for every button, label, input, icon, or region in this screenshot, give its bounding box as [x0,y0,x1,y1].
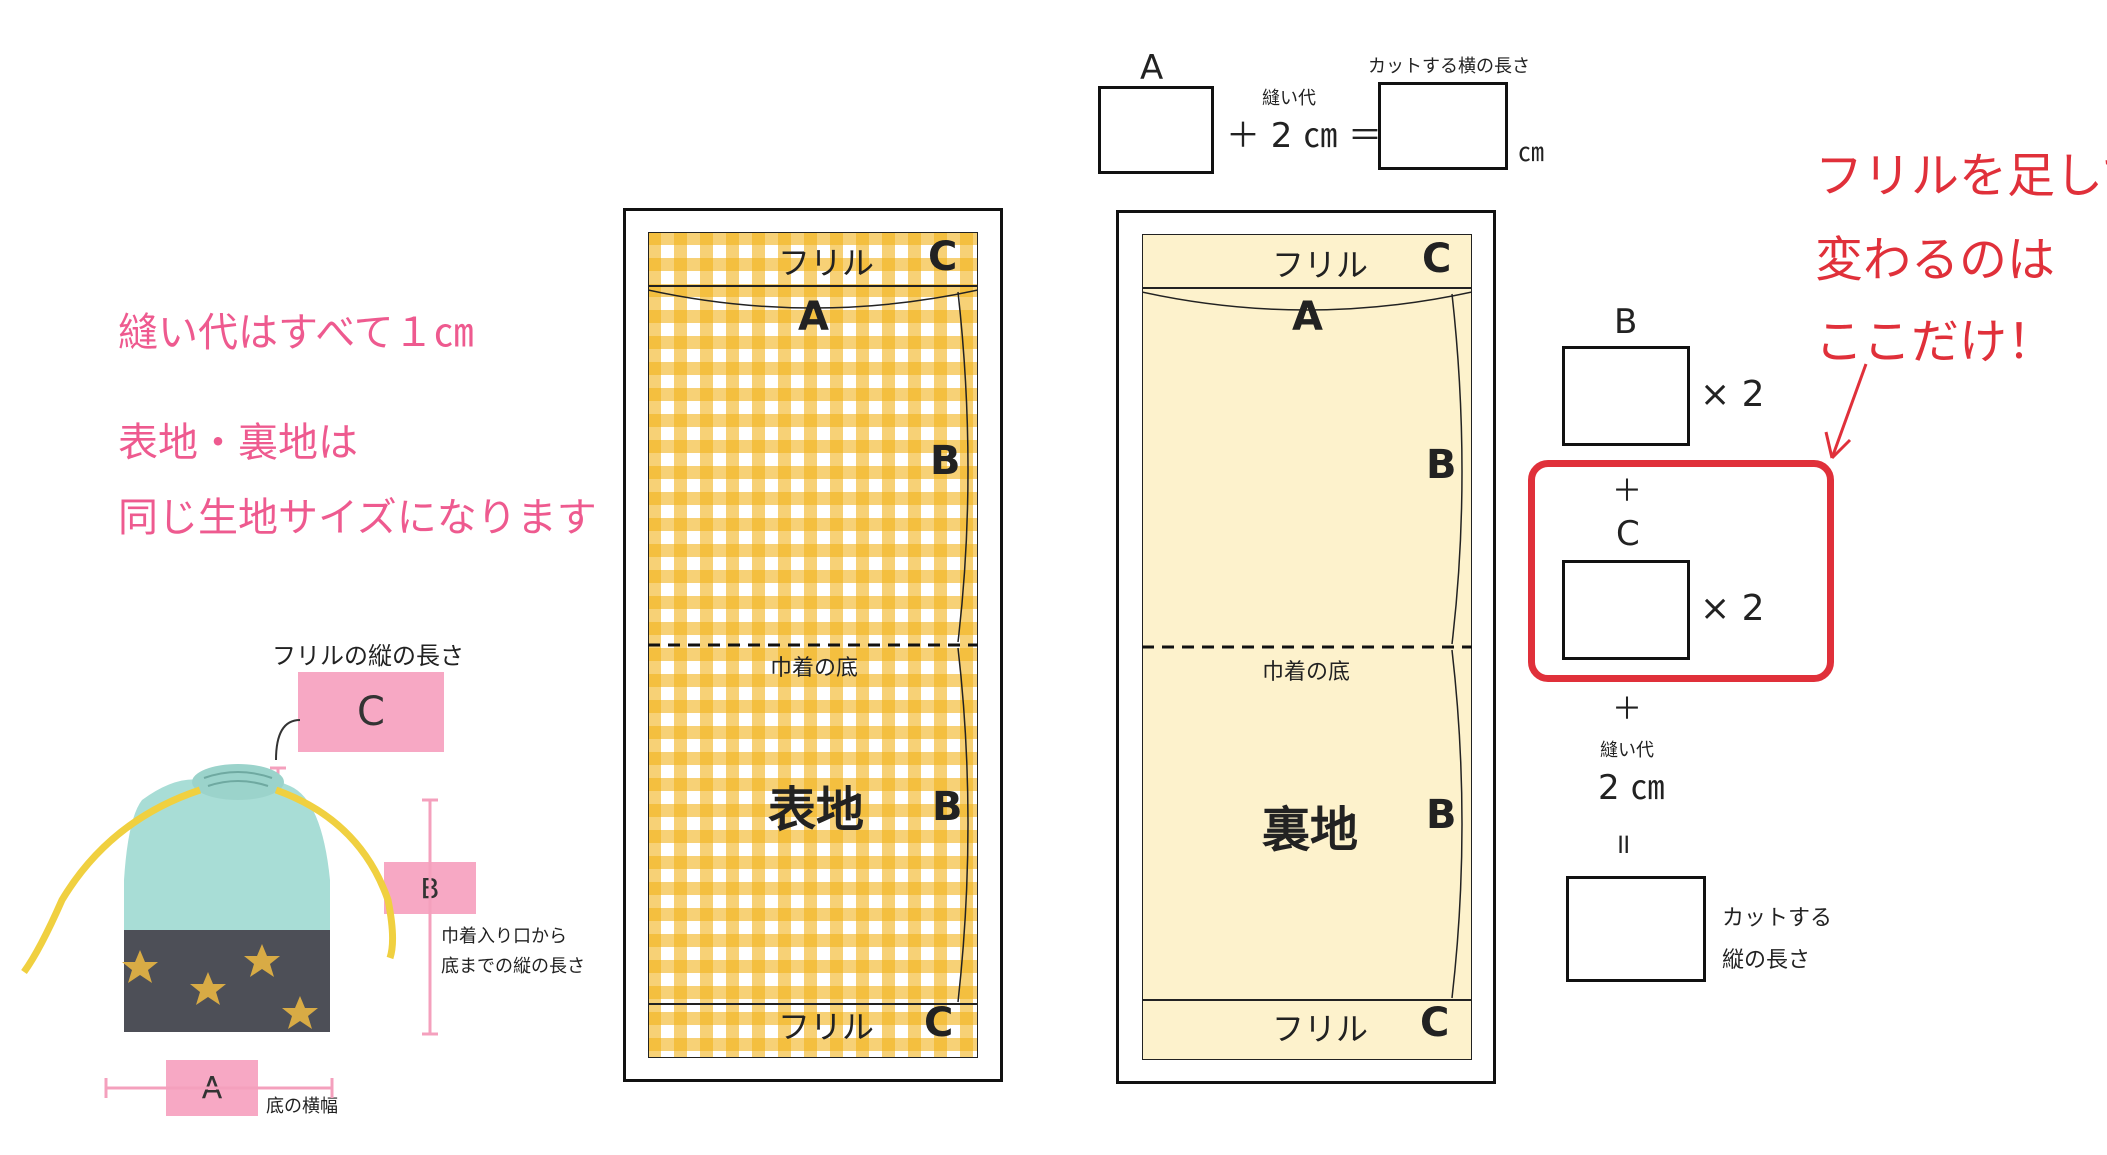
callout-line3: ここだけ！ [1815,314,2056,370]
height-formula-result-line2: 縦の長さ [1722,948,1811,973]
seam-allowance-note: 縫い代はすべて１㎝ [118,310,474,356]
width-formula-a-label: A [1140,48,1164,88]
height-formula-equals: ॥ [1614,827,1631,860]
width-formula-seam-label: 縫い代 [1262,88,1316,109]
height-formula-b-box[interactable] [1562,346,1690,446]
height-formula-result-box[interactable] [1566,876,1706,982]
lining-pattern-frame [1116,210,1496,1084]
height-formula-result-line1: カットする [1722,906,1833,931]
b-description-line1: 巾着入り口から [441,926,567,947]
callout-line1: フリルを足して [1815,148,2107,204]
outer-fabric-panel [648,232,978,1058]
lining-a-label: A [1292,294,1323,340]
callout-line2: 変わるのは [1815,232,2056,288]
outer-bottom-label: 巾着の底 [770,656,859,681]
width-formula-result-label: カットする横の長さ [1368,56,1530,77]
same-size-note-line1: 表地・裏地は [118,420,358,466]
outer-a-label: A [798,294,829,340]
lining-c-bottom-label: C [1420,1000,1450,1046]
outer-fabric-title: 表地 [768,782,865,838]
height-formula-c-multiplier: × 2 [1700,588,1765,629]
same-size-note-line2: 同じ生地サイズになります [118,495,597,541]
outer-c-bottom-label: C [924,1000,954,1046]
outer-frill-top-label: フリル [778,244,875,282]
height-formula-plus-2: ＋ [1612,692,1642,727]
outer-pattern-frame [623,208,1003,1082]
frill-highlight-frame [1528,460,1834,682]
height-formula-seam-label: 縫い代 [1600,740,1654,761]
width-formula-plus-2cm: ＋ 2 ㎝ ＝ [1226,116,1383,156]
a-description: 底の横幅 [266,1096,338,1117]
lining-c-top-label: C [1422,236,1452,282]
lining-fabric-panel [1142,234,1472,1060]
height-formula-c-box[interactable] [1562,560,1690,660]
outer-c-top-label: C [928,234,958,280]
height-formula-b-label: B [1614,302,1638,342]
frill-height-label: フリルの縦の長さ [272,642,464,670]
lining-b-bottom-label: B [1426,792,1457,838]
height-formula-plus-1: ＋ [1612,474,1642,509]
c-label-text: C [357,689,385,735]
callout-arrow-icon [1824,363,1868,460]
outer-b-bottom-label: B [932,784,963,830]
lining-frill-bottom-label: フリル [1272,1010,1369,1048]
height-formula-c-label: C [1616,514,1640,554]
lining-b-top-label: B [1426,442,1457,488]
lining-frill-top-label: フリル [1272,246,1369,284]
width-formula-unit: ㎝ [1518,138,1545,168]
height-formula-seam-value: 2 ㎝ [1598,768,1665,808]
outer-frill-bottom-label: フリル [778,1008,875,1046]
lining-bottom-label: 巾着の底 [1262,660,1351,685]
width-formula-result-box[interactable] [1378,82,1508,170]
outer-b-top-label: B [930,438,961,484]
height-formula-b-multiplier: × 2 [1700,374,1765,415]
width-formula-a-box[interactable] [1098,86,1214,174]
b-description-line2: 底までの縦の長さ [441,956,585,977]
c-label-box: C [298,672,444,752]
lining-fabric-title: 裏地 [1262,802,1359,858]
